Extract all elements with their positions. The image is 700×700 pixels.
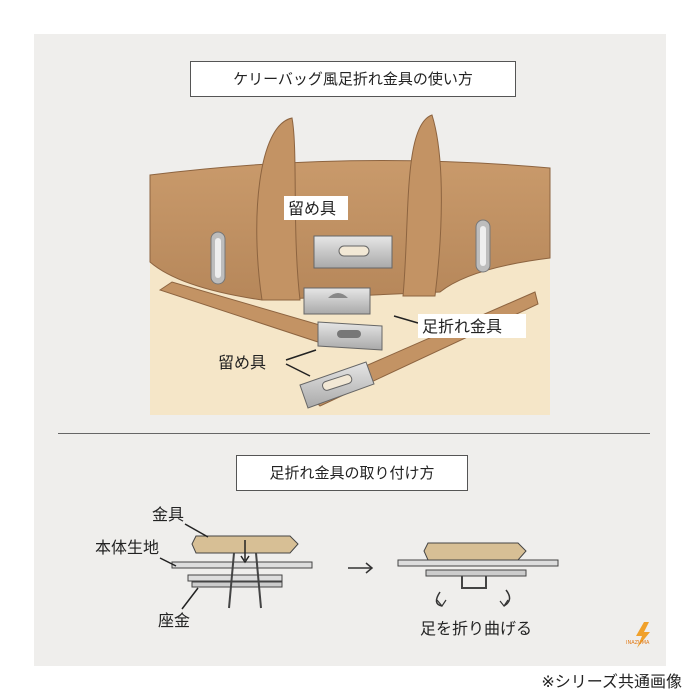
leg-right [255, 552, 262, 609]
brand-logo: INAZUMA [626, 622, 650, 648]
bend-arrow-left-head [436, 599, 447, 608]
section-divider [58, 433, 650, 434]
fold-leg-bump [328, 293, 348, 298]
leader-fold-leg [393, 315, 419, 324]
step-arrow-head [365, 562, 374, 574]
bend-arrow-right-head [499, 599, 509, 608]
leader-clasp-a [285, 349, 317, 361]
washer-after [425, 569, 527, 577]
attach-diagram-before [171, 535, 313, 609]
washer [191, 581, 283, 588]
slot-left-hole [215, 238, 221, 278]
leg-left [228, 552, 235, 609]
brand-mark: INAZUMA [626, 640, 650, 646]
label-washer: 座金 [158, 611, 190, 630]
label-bend: 足を折り曲げる [420, 619, 532, 638]
label-fold-leg: 足折れ金具 [422, 317, 502, 336]
label-bg [284, 196, 348, 220]
leader-body-fabric [159, 557, 177, 567]
label-clasp-bottom: 留め具 [218, 353, 266, 372]
clasp-middle-hole [337, 330, 361, 338]
bend-arrow-right [503, 589, 511, 607]
bag-handle-left [256, 117, 301, 301]
label-bg [418, 314, 526, 338]
clasp-bottom-hole [322, 374, 353, 391]
leader-clasp-b [285, 363, 311, 377]
clasp-top-hole [338, 245, 370, 257]
bent-leg-right [474, 576, 487, 589]
hardware-cap-after [423, 542, 527, 561]
footer-note: ※シリーズ共通画像 [541, 672, 682, 691]
fabric-layer-bottom [187, 574, 283, 582]
fold-leg-hardware [303, 287, 371, 315]
leader-hardware [184, 523, 209, 538]
bag-flap [149, 159, 551, 301]
label-hardware: 金具 [152, 505, 184, 524]
leader-washer [181, 587, 199, 610]
label-clasp-top: 留め具 [288, 199, 336, 218]
section2-title: 足折れ金具の取り付け方 [236, 455, 468, 491]
section1-title: ケリーバッグ風足折れ金具の使い方 [190, 61, 516, 97]
bent-leg-left [461, 576, 478, 589]
fabric-layer-top [171, 561, 313, 569]
fabric-after [397, 559, 559, 567]
bag-handle-right [402, 114, 442, 297]
lightning-icon [636, 622, 650, 648]
bend-arrow-left [435, 591, 443, 607]
attach-diagram-after [397, 542, 559, 608]
insert-arrow-head [240, 555, 250, 564]
label-body-fabric: 本体生地 [95, 538, 159, 557]
bag-illustration [149, 114, 551, 415]
slot-right-hole [480, 226, 486, 266]
